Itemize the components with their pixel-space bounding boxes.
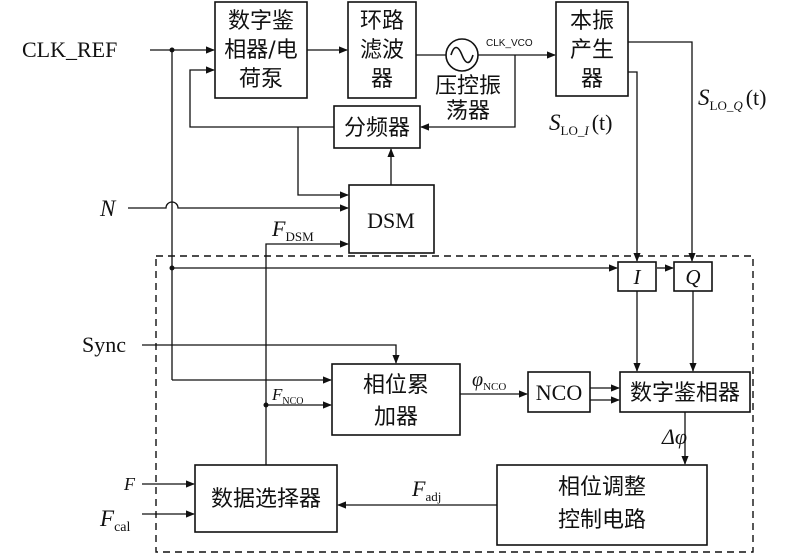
loop-filter-label-line3: 器 xyxy=(371,67,393,92)
pfd-label-line3: 荷泵 xyxy=(239,67,283,92)
lo-gen-label-line1: 本振 xyxy=(570,9,614,34)
data-selector-block: 数据选择器 xyxy=(194,464,338,533)
f-dsm-label: FDSM xyxy=(271,216,314,244)
pfd-charge-pump-block: 数字鉴 相器/电 荷泵 xyxy=(214,1,308,99)
divider-label: 分频器 xyxy=(344,116,410,141)
phase-adj-label-line2: 控制电路 xyxy=(558,508,646,533)
loop-filter-label-line1: 环路 xyxy=(360,9,404,34)
f-cal-label: Fcal xyxy=(99,506,130,535)
clk-ref-label: CLK_REF xyxy=(22,37,117,62)
phase-acc-label-line1: 相位累 xyxy=(363,373,429,398)
sampler-i-block: I xyxy=(617,261,657,292)
vco-label-line1: 压控振 xyxy=(435,74,501,99)
lo-generator-block: 本振 产生 器 xyxy=(555,1,629,97)
wires xyxy=(128,41,697,518)
f-nco-label: FNCO xyxy=(271,385,304,407)
f-adj-label: Fadj xyxy=(411,476,441,504)
phase-acc-label-line2: 加器 xyxy=(374,405,418,430)
pfd-label-line1: 数字鉴 xyxy=(228,9,294,34)
sampler-i-label: I xyxy=(633,265,642,289)
nco-block: NCO xyxy=(527,371,591,413)
sampler-q-label: Q xyxy=(685,265,700,289)
digital-region-boundary xyxy=(155,255,754,553)
n-input-label: N xyxy=(99,196,117,221)
digital-phase-detector-block: 数字鉴相器 xyxy=(619,371,751,413)
loop-filter-label-line2: 滤波 xyxy=(360,38,404,63)
data-selector-label: 数据选择器 xyxy=(211,487,321,512)
dsm-block: DSM xyxy=(348,184,435,254)
digital-pd-label: 数字鉴相器 xyxy=(630,381,740,406)
pfd-label-line2: 相器/电 xyxy=(224,38,297,63)
vco-label-line2: 荡器 xyxy=(446,99,490,124)
delta-phi-label: Δφ xyxy=(661,424,687,449)
vco-symbol: 压控振 荡器 xyxy=(435,38,501,124)
s-lo-i-label: SLO_I(t) xyxy=(549,110,612,138)
sync-label: Sync xyxy=(82,332,126,357)
nco-label: NCO xyxy=(536,380,582,405)
phase-adj-label-line1: 相位调整 xyxy=(558,475,646,500)
lo-gen-label-line3: 器 xyxy=(581,67,603,92)
clk-vco-label: CLK_VCO xyxy=(486,38,533,49)
phase-accumulator-block: 相位累 加器 xyxy=(331,363,461,436)
divider-block: 分频器 xyxy=(333,105,421,149)
dsm-label: DSM xyxy=(367,208,415,233)
phase-adjust-control-block: 相位调整 控制电路 xyxy=(496,464,708,546)
sampler-q-block: Q xyxy=(673,261,713,292)
f-input-label: F xyxy=(123,474,136,494)
loop-filter-block: 环路 滤波 器 xyxy=(347,1,417,99)
s-lo-q-label: SLO_Q(t) xyxy=(698,85,767,113)
lo-gen-label-line2: 产生 xyxy=(570,38,614,63)
phi-nco-label: φNCO xyxy=(472,369,506,393)
